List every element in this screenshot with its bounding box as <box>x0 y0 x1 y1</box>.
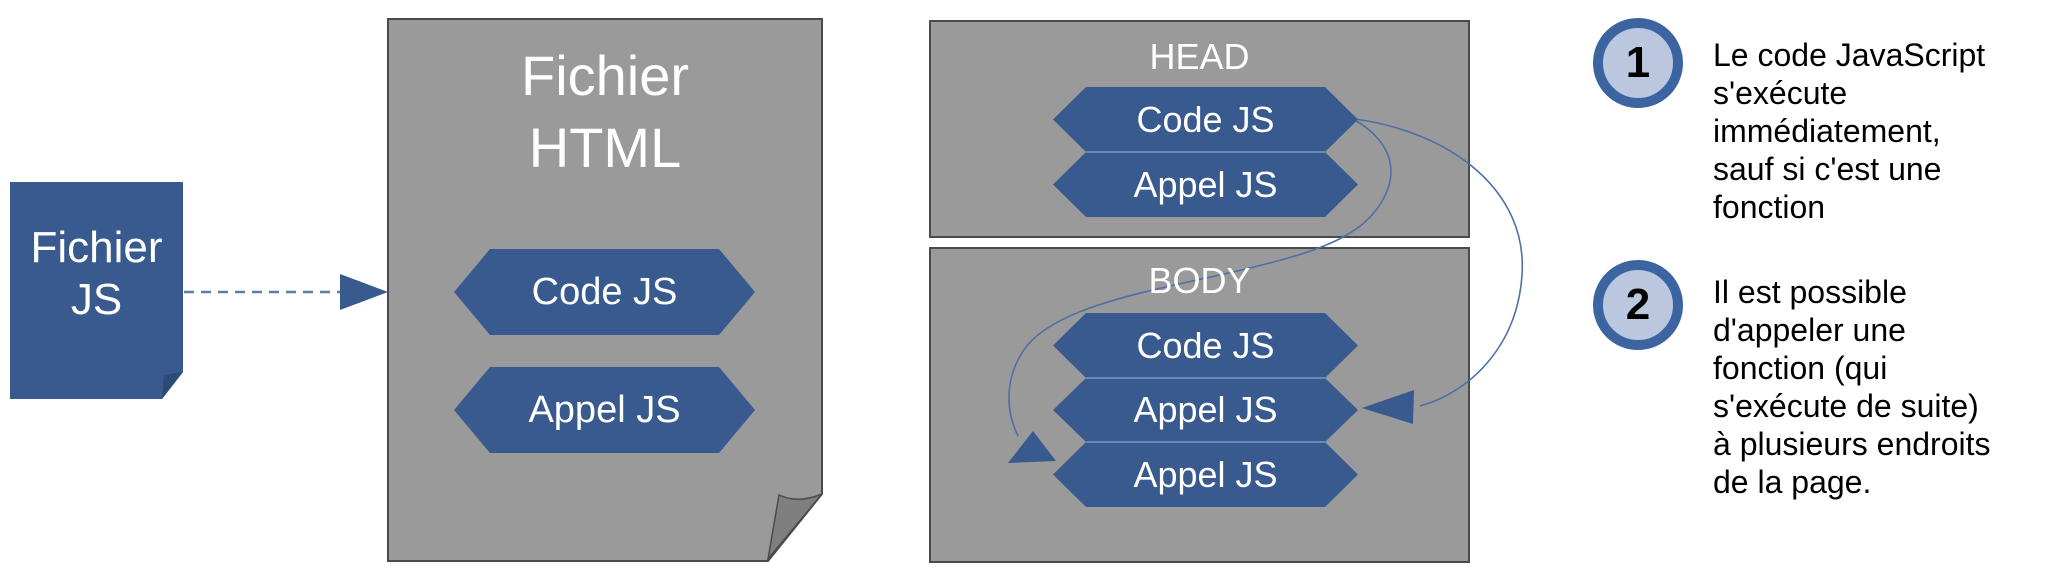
html-file-title-line2: HTML <box>528 116 682 179</box>
js-file-label-line1: Fichier <box>30 223 163 272</box>
note-2-line: à plusieurs endroits <box>1713 426 1991 462</box>
note-1-line: Le code JavaScript <box>1713 37 1986 73</box>
head-hexagon-code-js-label: Code JS <box>1136 98 1275 140</box>
body-hexagon-code-js-label: Code JS <box>1136 324 1275 366</box>
html-file-fold-icon <box>766 493 823 562</box>
note-1-line: s'exécute <box>1713 75 1848 111</box>
call-arc-outer <box>1354 118 1524 407</box>
call-arc-inner <box>1008 118 1392 437</box>
head-hexagon-code-js <box>1053 87 1358 152</box>
html-hexagon-appel-js-label: Appel JS <box>528 388 681 431</box>
body-hexagon-appel-js-2-label: Appel JS <box>1133 453 1278 495</box>
note-2-badge: 2 <box>1593 260 1683 350</box>
body-hexagon-appel-js-1-label: Appel JS <box>1133 389 1278 430</box>
note-2-line: s'exécute de suite) <box>1713 388 1979 424</box>
body-hexagon-code-js <box>1053 313 1358 378</box>
call-arc-outer-arrowhead-icon <box>1362 390 1414 424</box>
note-1-line: immédiatement, <box>1713 113 1941 149</box>
note-1-line: sauf si c'est une <box>1713 151 1942 187</box>
note-2-line: Il est possible <box>1713 274 1907 310</box>
note-2-text: Il est possible d'appeler une fonction (… <box>1713 273 1990 501</box>
js-to-html-arrowhead-icon <box>340 274 388 310</box>
html-file-title: Fichier HTML <box>388 40 822 184</box>
body-hexagon-appel-js-1 <box>1053 378 1358 442</box>
call-arc-inner-arrowhead-icon <box>1008 431 1056 463</box>
head-section-title: HEAD <box>1149 36 1250 77</box>
html-hexagon-code-js <box>454 249 755 335</box>
head-hexagon-appel-js <box>1053 152 1358 217</box>
note-1-number: 1 <box>1625 38 1651 87</box>
head-hexagon-appel-js-label: Appel JS <box>1133 163 1278 205</box>
note-2-line: fonction (qui <box>1713 350 1888 386</box>
note-1-badge: 1 <box>1593 18 1683 108</box>
html-hexagon-code-js-label: Code JS <box>531 270 678 313</box>
note-1-line: fonction <box>1713 189 1826 225</box>
html-file-title-line1: Fichier <box>520 44 690 107</box>
note-1-text: Le code JavaScript s'exécute immédiateme… <box>1713 36 1985 226</box>
note-2-line: d'appeler une <box>1713 312 1906 348</box>
body-hexagon-appel-js-2 <box>1053 442 1358 507</box>
js-file-label-line2: JS <box>70 275 123 324</box>
body-section-title: BODY <box>1148 260 1251 301</box>
js-file-shape <box>10 182 183 399</box>
js-file-label: Fichier JS <box>10 222 183 326</box>
note-2-line: de la page. <box>1713 464 1872 500</box>
note-2-number: 2 <box>1625 280 1651 329</box>
html-hexagon-appel-js <box>454 367 755 453</box>
js-file-fold-icon <box>162 372 183 399</box>
